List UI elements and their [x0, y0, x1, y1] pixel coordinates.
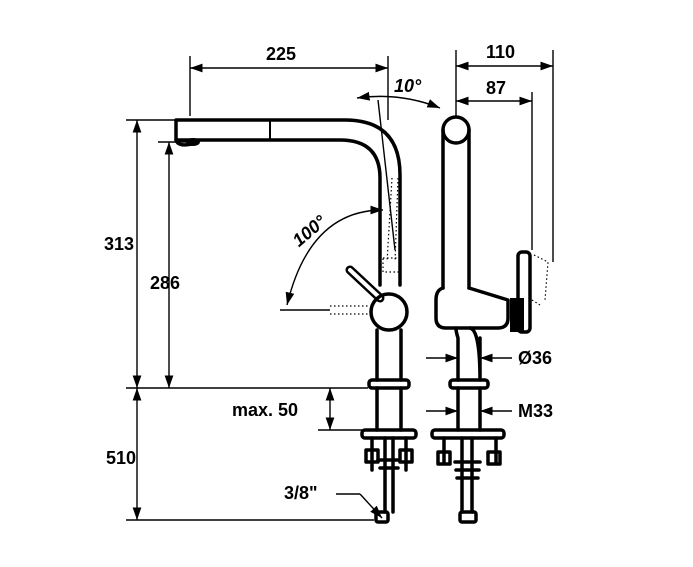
dimension-max50: max. 50	[232, 388, 362, 431]
dimension-510-label: 510	[106, 448, 136, 468]
side-mount-hardware	[436, 436, 502, 524]
dimension-87: 87	[456, 78, 533, 250]
front-mount-plate	[360, 428, 418, 440]
dimension-510: 510	[106, 388, 374, 521]
dimension-225-label: 225	[266, 44, 296, 64]
side-spout-tube	[441, 128, 471, 290]
dimension-110: 110	[455, 42, 554, 262]
dimension-d36-label: Ø36	[518, 348, 552, 368]
dimension-286-label: 286	[150, 273, 180, 293]
dimension-225: 225	[189, 44, 389, 116]
side-spout-top	[441, 115, 471, 145]
front-base-collar	[367, 378, 411, 390]
dimension-100deg-label: 100°	[289, 211, 331, 251]
side-base-collar	[448, 378, 490, 390]
dimension-max50-label: max. 50	[232, 400, 298, 420]
front-mount-hardware	[364, 436, 414, 524]
side-mount-plate	[430, 428, 506, 440]
dimension-3-8-label: 3/8"	[284, 483, 318, 503]
dimension-313-label: 313	[104, 234, 134, 254]
mixer-ball	[369, 292, 409, 332]
spout-outlet-nozzle	[186, 138, 200, 146]
spout-outline	[174, 118, 402, 287]
dimension-87-label: 87	[486, 78, 506, 98]
side-lever-dotted	[531, 254, 549, 306]
side-body	[434, 286, 510, 330]
front-body	[375, 328, 403, 382]
dimension-3-8: 3/8"	[284, 483, 383, 519]
dimension-110-label: 110	[486, 42, 515, 62]
spout-tilt-dotted-box	[382, 257, 401, 273]
dimension-313: 313	[104, 119, 368, 389]
front-view	[174, 118, 418, 524]
dimension-10deg-label: 10°	[394, 76, 422, 96]
dimension-286: 286	[150, 141, 188, 388]
dimension-d36: Ø36	[426, 348, 552, 368]
side-view	[430, 115, 549, 524]
dimension-m33: M33	[426, 401, 553, 421]
dimension-10deg: 10°	[356, 76, 441, 251]
dimension-100deg: 100°	[280, 205, 384, 311]
lever-swing-dotted	[330, 305, 370, 315]
dimension-m33-label: M33	[518, 401, 553, 421]
